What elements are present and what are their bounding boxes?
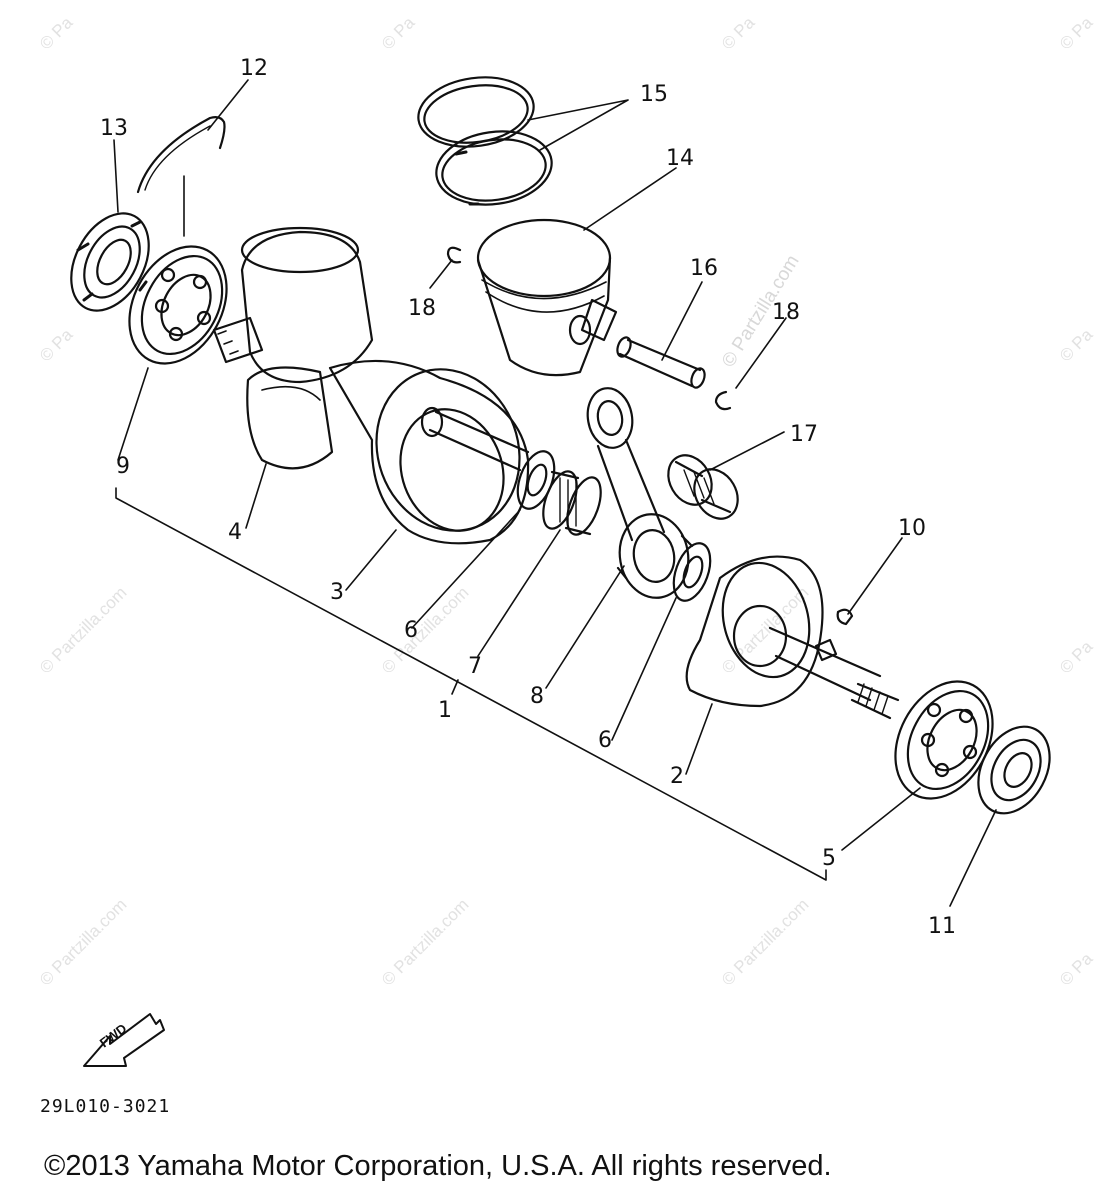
piston-pin-clip-18 (446, 246, 732, 411)
callout-9: 9 (116, 454, 130, 479)
callout-12: 12 (240, 56, 268, 81)
connecting-rod-8 (586, 387, 694, 599)
crank-right-2 (685, 555, 900, 720)
callout-2: 2 (670, 764, 684, 789)
bearing-5 (894, 680, 994, 800)
piston-14 (476, 218, 618, 377)
callout-11: 11 (928, 914, 956, 939)
callout-5: 5 (822, 846, 836, 871)
needle-bearing-7 (542, 470, 602, 536)
callout-10: 10 (898, 516, 926, 541)
assembly-bracket-1 (115, 487, 827, 881)
bearing-9 (128, 245, 228, 365)
callout-16: 16 (690, 256, 718, 281)
callout-1: 1 (438, 698, 452, 723)
diagram-code: 29L010-3021 (40, 1096, 171, 1117)
woodruff-key-10 (836, 608, 854, 626)
callout-8: 8 (530, 684, 544, 709)
callout-13: 13 (100, 116, 128, 141)
callout-17: 17 (790, 422, 818, 447)
oil-seal-11 (977, 725, 1051, 815)
callout-18-left: 18 (408, 296, 436, 321)
small-end-bearing-17 (667, 454, 739, 520)
callout-6-right: 6 (598, 728, 612, 753)
oil-seal-13 (70, 212, 150, 312)
callout-18-right: 18 (772, 300, 800, 325)
crank-left-assembly (212, 226, 530, 545)
callout-4: 4 (228, 520, 242, 545)
callout-3: 3 (330, 580, 344, 605)
callout-7: 7 (468, 654, 482, 679)
callout-6-left: 6 (404, 618, 418, 643)
callout-15: 15 (640, 82, 668, 107)
leader-lines (113, 79, 997, 907)
copyright-notice: ©2013 Yamaha Motor Corporation, U.S.A. A… (44, 1150, 832, 1182)
fwd-label: FWD (97, 1021, 130, 1051)
callout-14: 14 (666, 146, 694, 171)
piston-rings-15 (417, 76, 553, 206)
piston-pin-16 (616, 336, 706, 389)
circlip-12 (136, 116, 226, 194)
fwd-arrow-icon: FWD (83, 1013, 165, 1067)
thrust-washer-6-right (672, 542, 712, 602)
